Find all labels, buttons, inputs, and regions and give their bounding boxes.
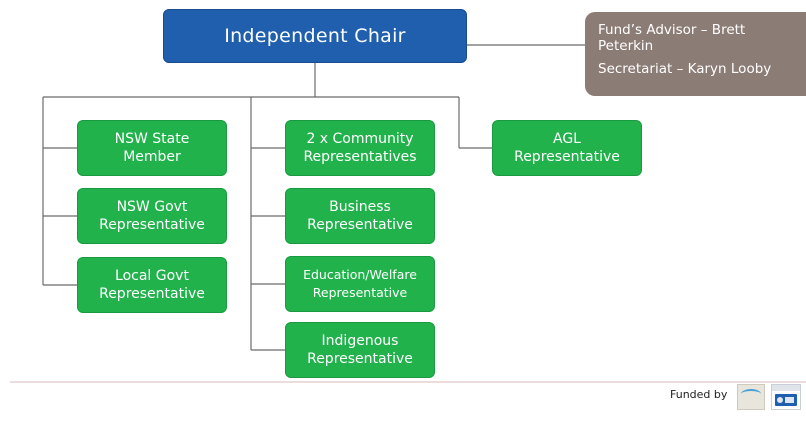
local-govt-representative-box: Local Govt Representative [77, 257, 227, 313]
independent-chair-box: Independent Chair [163, 9, 467, 63]
education-welfare-representative-label: Education/Welfare Representative [303, 267, 417, 300]
secretariat-line: Secretariat – Karyn Looby [598, 61, 772, 77]
advisor-line: Fund’s Advisor – Brett Peterkin [598, 22, 746, 54]
nsw-state-member-box: NSW State Member [77, 120, 227, 176]
indigenous-representative-box: Indigenous Representative [285, 322, 435, 378]
agl-representative-box: AGL Representative [492, 120, 642, 176]
community-representatives-box: 2 x Community Representatives [285, 120, 435, 176]
funded-by-label: Funded by [670, 388, 728, 401]
nsw-govt-representative-label: NSW Govt Representative [99, 199, 205, 233]
independent-chair-label: Independent Chair [224, 25, 406, 47]
agl-logo [771, 384, 801, 410]
community-representatives-label: 2 x Community Representatives [303, 131, 417, 165]
indigenous-representative-label: Indigenous Representative [307, 333, 413, 367]
local-govt-representative-label: Local Govt Representative [99, 268, 205, 302]
nsw-govt-representative-box: NSW Govt Representative [77, 188, 227, 244]
energy-in-action-logo [737, 384, 765, 410]
business-representative-label: Business Representative [307, 199, 413, 233]
education-welfare-representative-box: Education/Welfare Representative [285, 256, 435, 312]
nsw-state-member-label: NSW State Member [114, 131, 190, 165]
agl-representative-label: AGL Representative [514, 131, 620, 165]
business-representative-box: Business Representative [285, 188, 435, 244]
advisor-secretariat-box: Fund’s Advisor – Brett Peterkin Secretar… [585, 12, 806, 96]
